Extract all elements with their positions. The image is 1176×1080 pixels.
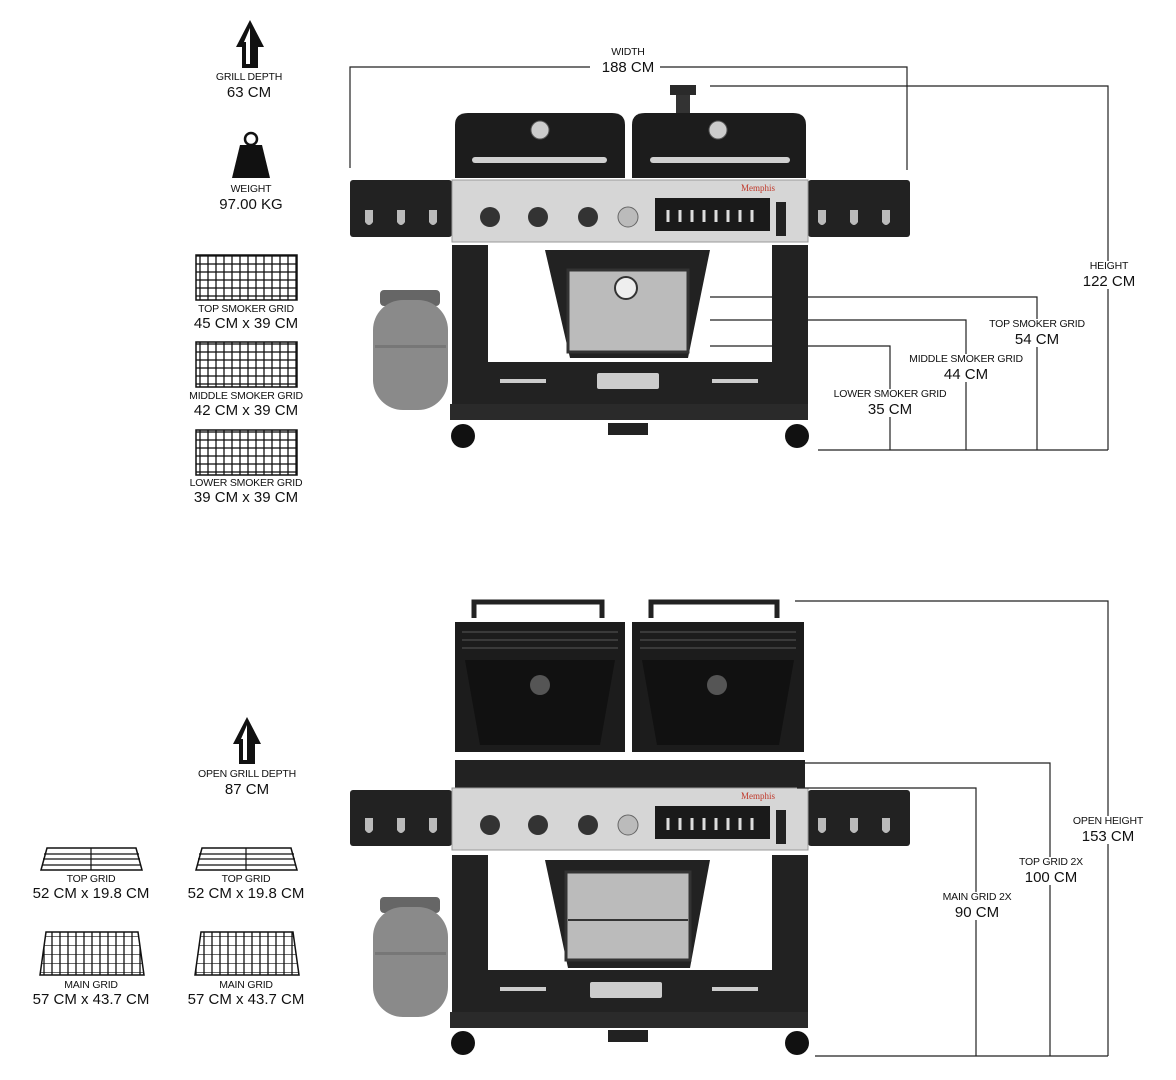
lower-smoker-grid-height: LOWER SMOKER GRID 35 CM	[831, 388, 949, 418]
main-grid-height-dimension: MAIN GRID 2X 90 CM	[940, 891, 1014, 921]
dimension-lines	[795, 600, 1109, 1057]
middle-smoker-grid-height: MIDDLE SMOKER GRID 44 CM	[907, 353, 1025, 383]
up-arrow-icon	[233, 717, 261, 764]
grid-size-label: TOP GRID 52 CM x 19.8 CM	[187, 873, 305, 902]
grid-size-label: MAIN GRID 57 CM x 43.7 CM	[32, 979, 150, 1008]
grid-icon	[40, 847, 143, 871]
open-grill-depth-label: OPEN GRILL DEPTH 87 CM	[198, 768, 296, 798]
width-dimension: WIDTH 188 CM	[597, 47, 659, 75]
grid-icon	[195, 254, 298, 301]
weight-icon	[232, 131, 270, 178]
weight-label: WEIGHT 97.00 KG	[219, 183, 283, 213]
height-dimension: HEIGHT 122 CM	[1079, 261, 1139, 289]
brand-logo: Memphis	[740, 183, 776, 193]
grid-icon	[195, 341, 298, 388]
grid-size-label: TOP GRID 52 CM x 19.8 CM	[32, 873, 150, 902]
top-grid-height-dimension: TOP GRID 2X 100 CM	[1017, 856, 1085, 886]
grill-image	[350, 599, 910, 1055]
grill-depth-label: GRILL DEPTH 63 CM	[215, 71, 283, 101]
top-smoker-grid-height: TOP SMOKER GRID 54 CM	[987, 318, 1087, 348]
grid-size-label: MIDDLE SMOKER GRID 42 CM x 39 CM	[189, 390, 303, 419]
grid-size-label: LOWER SMOKER GRID 39 CM x 39 CM	[189, 477, 303, 506]
grid-size-label: MAIN GRID 57 CM x 43.7 CM	[187, 979, 305, 1008]
grid-icon	[39, 931, 145, 976]
brand-logo: Memphis	[740, 791, 776, 801]
grid-icon	[195, 847, 298, 871]
grid-size-label: TOP SMOKER GRID 45 CM x 39 CM	[193, 303, 299, 332]
open-height-dimension: OPEN HEIGHT 153 CM	[1069, 816, 1147, 844]
grid-icon	[195, 429, 298, 476]
up-arrow-icon	[236, 20, 264, 68]
grid-icon	[194, 931, 300, 976]
grill-image	[350, 85, 910, 448]
dimension-lines	[349, 66, 1109, 451]
